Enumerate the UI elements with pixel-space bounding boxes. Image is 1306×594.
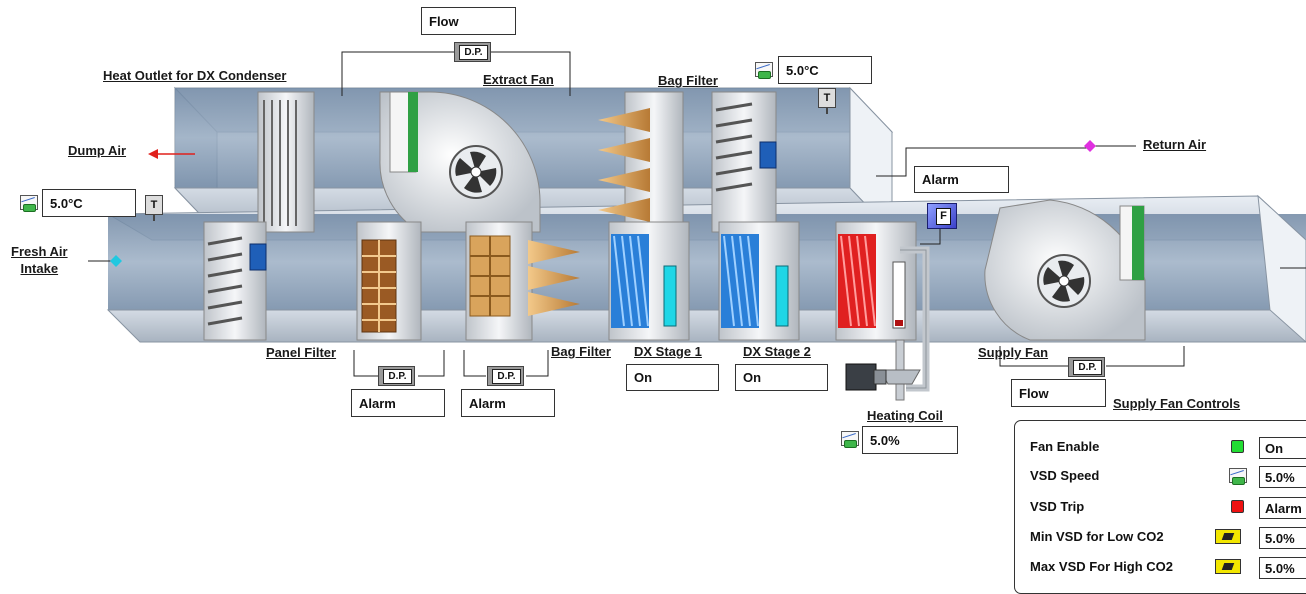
control-value[interactable]: 5.0%	[1259, 557, 1306, 579]
fresh-air-label-line2: Intake	[20, 261, 59, 276]
return-temp-sensor-icon[interactable]: T	[818, 88, 836, 114]
return-air-label[interactable]: Return Air	[1143, 137, 1207, 152]
bag-filter-lower	[465, 221, 580, 341]
trend-graph-icon[interactable]	[1229, 468, 1247, 485]
control-value[interactable]: Alarm	[1259, 497, 1306, 519]
heating-coil-unit	[835, 221, 930, 401]
flow-switch-icon[interactable]: F	[927, 203, 957, 229]
extract-flow-box[interactable]: Flow	[421, 7, 516, 35]
panel-filter-unit	[356, 221, 422, 341]
dx-stage1-status-box[interactable]: On	[626, 364, 719, 391]
control-label: Min VSD for Low CO2	[1030, 529, 1164, 544]
bag-filter-upper	[598, 91, 684, 233]
setpoint-icon[interactable]	[1215, 529, 1241, 544]
panel-filter-label[interactable]: Panel Filter	[266, 345, 337, 360]
bag-filter-top-label[interactable]: Bag Filter	[658, 73, 718, 88]
control-label: VSD Trip	[1030, 499, 1085, 514]
dx-stage1-label[interactable]: DX Stage 1	[634, 344, 702, 359]
dump-air-label[interactable]: Dump Air	[68, 143, 127, 158]
fresh-air-marker	[110, 255, 122, 267]
dx-stage1-coil	[608, 221, 690, 341]
bag-filter-bottom-label[interactable]: Bag Filter	[551, 344, 611, 359]
damper-upper	[257, 91, 315, 233]
heating-coil-trend-icon[interactable]	[841, 431, 859, 448]
control-value[interactable]: 5.0%	[1259, 466, 1306, 488]
fresh-air-intake-label[interactable]: Fresh Air Intake	[11, 243, 68, 277]
flow-switch-letter: F	[936, 208, 951, 225]
dp-text: D.P.	[492, 369, 521, 384]
control-value[interactable]: 5.0%	[1259, 527, 1306, 549]
fresh-temp-box[interactable]: 5.0°C	[42, 189, 136, 217]
return-air-marker	[1084, 140, 1096, 152]
supply-fan-dp-icon[interactable]: D.P.	[1068, 357, 1105, 377]
control-value[interactable]: On	[1259, 437, 1306, 459]
return-temp-trend-icon[interactable]	[755, 62, 773, 79]
dp-text: D.P.	[459, 45, 488, 60]
fan-alarm-box[interactable]: Alarm	[914, 166, 1009, 193]
control-label: Max VSD For High CO2	[1030, 559, 1174, 574]
return-damper-unit	[711, 91, 777, 233]
supply-fan-body	[984, 199, 1146, 341]
heating-coil-value-box[interactable]: 5.0%	[862, 426, 958, 454]
dx-stage2-coil	[718, 221, 800, 341]
fresh-air-label-line1: Fresh Air	[11, 244, 68, 259]
panel-filter-alarm-box[interactable]: Alarm	[351, 389, 445, 417]
bag-filter-dp-icon[interactable]: D.P.	[487, 366, 524, 386]
extract-fan-label[interactable]: Extract Fan	[483, 72, 554, 87]
status-led-icon	[1231, 440, 1244, 453]
status-led-icon	[1231, 500, 1244, 513]
control-label: Fan Enable	[1030, 439, 1100, 454]
panel-filter-dp-icon[interactable]: D.P.	[378, 366, 415, 386]
dx-stage2-label[interactable]: DX Stage 2	[743, 344, 811, 359]
extract-dp-icon[interactable]: D.P.	[454, 42, 491, 62]
supply-fan-controls-label[interactable]: Supply Fan Controls	[1113, 396, 1241, 411]
fresh-temp-sensor-icon[interactable]: T	[145, 195, 163, 221]
setpoint-icon[interactable]	[1215, 559, 1241, 574]
heat-outlet-label[interactable]: Heat Outlet for DX Condenser	[103, 68, 287, 83]
heating-coil-label[interactable]: Heating Coil	[867, 408, 943, 423]
dp-text: D.P.	[1073, 360, 1102, 375]
fresh-temp-trend-icon[interactable]	[20, 195, 38, 212]
supply-fan-label[interactable]: Supply Fan	[978, 345, 1049, 360]
fresh-air-damper	[203, 221, 267, 341]
dx-stage2-status-box[interactable]: On	[735, 364, 828, 391]
extract-fan-body	[379, 91, 541, 233]
supply-flow-box[interactable]: Flow	[1011, 379, 1106, 407]
dp-text: D.P.	[383, 369, 412, 384]
control-label: VSD Speed	[1030, 468, 1100, 483]
dump-air-arrow	[148, 149, 158, 159]
return-temp-box[interactable]: 5.0°C	[778, 56, 872, 84]
bag-filter-alarm-box[interactable]: Alarm	[461, 389, 555, 417]
